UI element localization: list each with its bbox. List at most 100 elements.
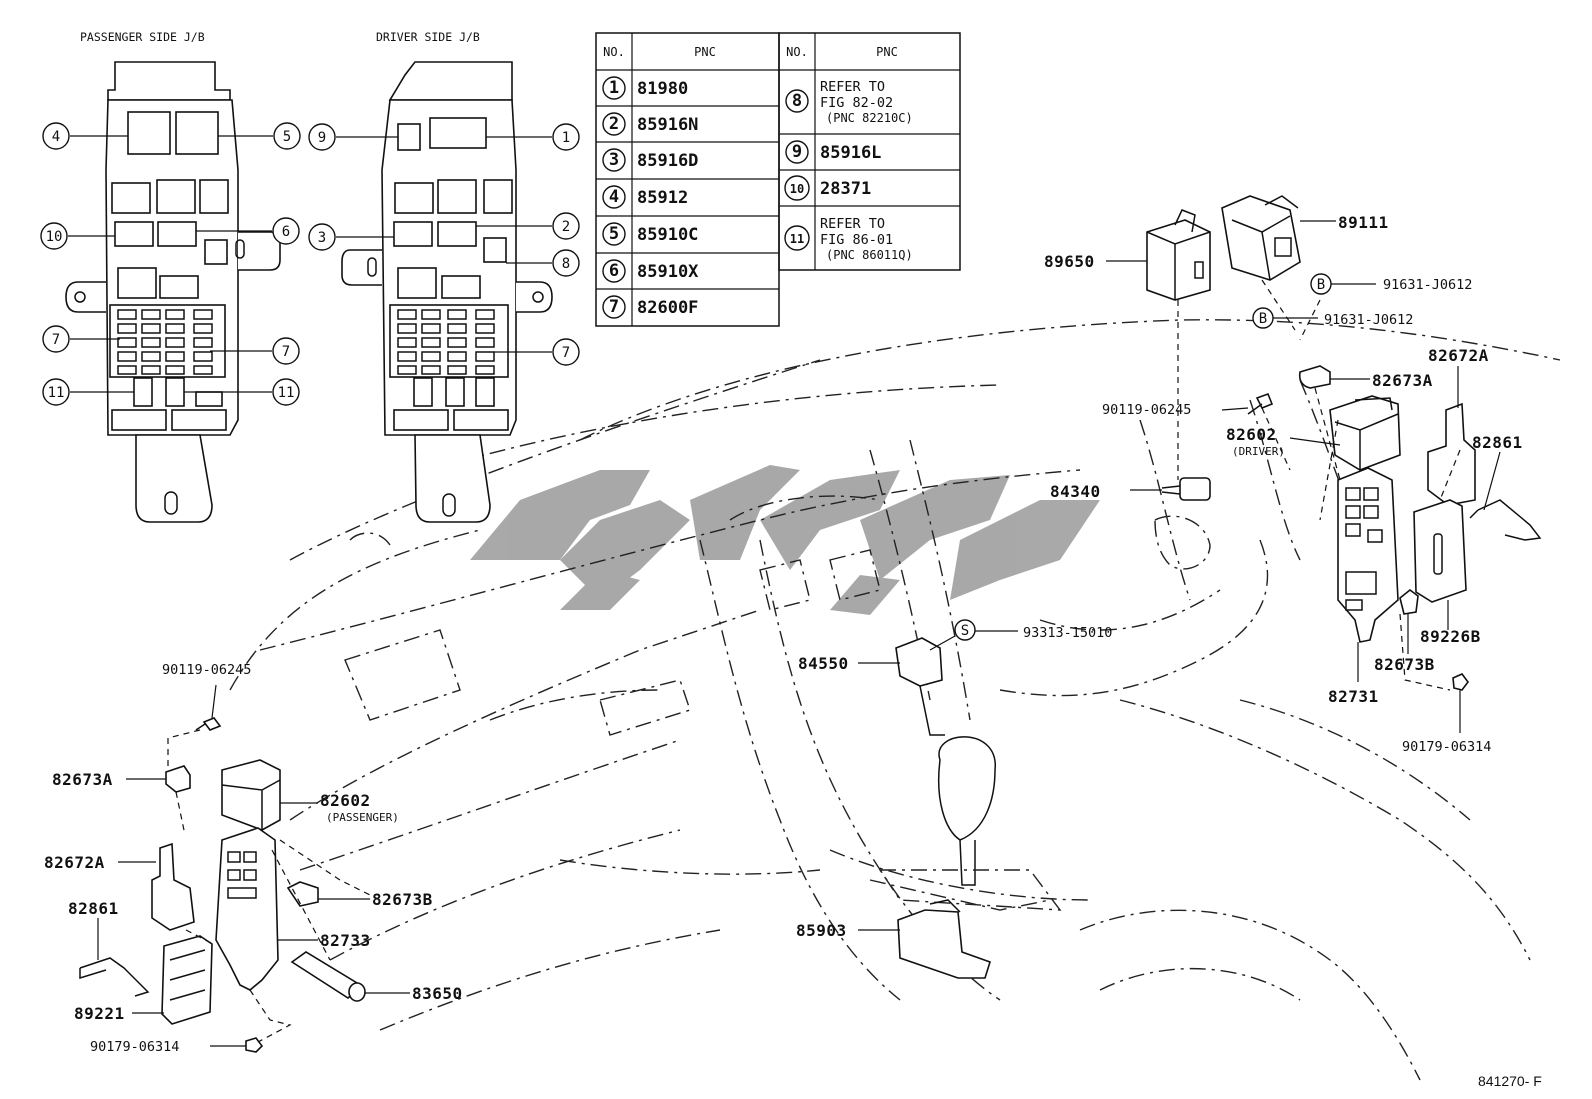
callout-circle xyxy=(552,338,580,366)
part-label: 89226B xyxy=(1420,627,1481,646)
part-label: 89111 xyxy=(1338,213,1389,232)
callout-number: 4 xyxy=(52,129,60,145)
callout-circle xyxy=(272,217,300,245)
jb-callouts: 4 10 7 11 5 6 7 11 9 3 1 xyxy=(40,122,580,406)
callout-number: 7 xyxy=(562,345,570,361)
watermark-logo xyxy=(470,465,1100,615)
callout-number: 2 xyxy=(562,219,570,235)
dashboard-outline xyxy=(229,319,1561,1081)
table-row-pnc-line: REFER TO xyxy=(820,79,885,95)
table-row-no: 3 xyxy=(609,150,619,170)
callout-circle xyxy=(308,123,336,151)
part-sublabel: (DRIVER) xyxy=(1232,445,1285,458)
marker-s-label: S xyxy=(961,623,969,639)
callout-circle xyxy=(272,337,300,365)
part-labels: 89111 89650 B 91631-J0612 B 91631-J0612 … xyxy=(44,213,1523,1055)
table-header-pnc: PNC xyxy=(876,45,898,59)
part-label: 82673A xyxy=(1372,371,1433,390)
part-label: 90119-06245 xyxy=(1102,402,1191,418)
pnc-table: NO. PNC 1 81980 2 85916N 3 85916D 4 8591… xyxy=(595,32,961,327)
table-row-no: 4 xyxy=(609,187,619,207)
part-label: 82672A xyxy=(44,853,105,872)
part-label: 83650 xyxy=(412,984,463,1003)
left-side-parts xyxy=(79,717,366,1053)
marker-b-label: B xyxy=(1259,311,1267,327)
passenger-jb-header: PASSENGER SIDE J/B xyxy=(80,30,205,44)
part-sublabel: (PASSENGER) xyxy=(326,811,399,824)
part-label: 90119-06245 xyxy=(162,662,251,678)
table-row-no: 11 xyxy=(790,232,804,246)
table-row-pnc-line: FIG 82-02 xyxy=(820,95,893,111)
part-label: 82672A xyxy=(1428,346,1489,365)
marker-b-label: B xyxy=(1317,277,1325,293)
callout-circle xyxy=(552,212,580,240)
figure-id: 841270- F xyxy=(1478,1073,1542,1089)
assembly-lines xyxy=(167,279,1461,1043)
callout-number: 7 xyxy=(282,344,290,360)
table-row-no: 6 xyxy=(609,261,619,281)
part-label: 91631-J0612 xyxy=(1324,312,1413,328)
marker-s xyxy=(954,619,976,641)
part-label: 89221 xyxy=(74,1004,125,1023)
table-row-no: 2 xyxy=(609,114,619,134)
callout-number: 1 xyxy=(562,130,570,146)
callout-circle xyxy=(272,378,300,406)
table-row-pnc-line: (PNC 86011Q) xyxy=(826,248,913,262)
driver-jb-header: DRIVER SIDE J/B xyxy=(376,30,480,44)
driver-junction-block xyxy=(341,61,553,523)
callout-number: 7 xyxy=(52,332,60,348)
table-row-no: 5 xyxy=(609,224,619,244)
table-row-no: 10 xyxy=(790,182,804,196)
callout-circle xyxy=(552,123,580,151)
part-label: 90179-06314 xyxy=(1402,739,1491,755)
callout-number: 11 xyxy=(278,385,295,401)
part-label: 89650 xyxy=(1044,252,1095,271)
callout-number: 11 xyxy=(48,385,65,401)
table-row-pnc-line: FIG 86-01 xyxy=(820,232,893,248)
table-row-pnc: 85916D xyxy=(637,151,698,171)
part-label: 84340 xyxy=(1050,482,1101,501)
part-label: 82602 xyxy=(320,791,371,810)
part-label: 82602 xyxy=(1226,425,1277,444)
callout-number: 9 xyxy=(318,130,326,146)
table-row-no: 7 xyxy=(609,297,619,317)
table-row-pnc: 28371 xyxy=(820,179,871,199)
table-row-pnc: 85910C xyxy=(637,225,698,245)
part-label: 93313-15010 xyxy=(1023,625,1112,641)
callout-circle xyxy=(40,222,68,250)
callout-circle xyxy=(42,122,70,150)
table-row-no: 8 xyxy=(792,91,802,111)
table-row-no: 1 xyxy=(609,78,619,98)
callout-circle xyxy=(273,122,301,150)
right-side-parts xyxy=(895,195,1542,979)
table-row-pnc: 85910X xyxy=(637,262,699,282)
callout-circle xyxy=(552,249,580,277)
part-label: 82861 xyxy=(68,899,119,918)
table-header-no: NO. xyxy=(603,45,625,59)
table-header-pnc: PNC xyxy=(694,45,716,59)
table-row-pnc: 85916L xyxy=(820,143,881,163)
table-row-pnc: 82600F xyxy=(637,298,698,318)
table-header-no: NO. xyxy=(786,45,808,59)
table-row-pnc-line: REFER TO xyxy=(820,216,885,232)
callout-circle xyxy=(308,223,336,251)
part-label: 82673B xyxy=(372,890,433,909)
table-row-pnc: 81980 xyxy=(637,79,688,99)
callout-number: 5 xyxy=(283,129,291,145)
part-label: 82861 xyxy=(1472,433,1523,452)
table-row-pnc-line: (PNC 82210C) xyxy=(826,111,913,125)
part-label: 82733 xyxy=(320,931,371,950)
callout-number: 8 xyxy=(562,256,570,272)
part-label: 91631-J0612 xyxy=(1383,277,1472,293)
part-label: 84550 xyxy=(798,654,849,673)
table-row-pnc: 85912 xyxy=(637,188,688,208)
table-row-pnc: 85916N xyxy=(637,115,698,135)
part-label: 82673A xyxy=(52,770,113,789)
callout-circle xyxy=(42,325,70,353)
table-row-no: 9 xyxy=(792,142,802,162)
callout-circle xyxy=(42,378,70,406)
part-label: 82731 xyxy=(1328,687,1379,706)
passenger-junction-block xyxy=(65,61,281,523)
part-label: 85903 xyxy=(796,921,847,940)
callout-number: 6 xyxy=(282,224,290,240)
